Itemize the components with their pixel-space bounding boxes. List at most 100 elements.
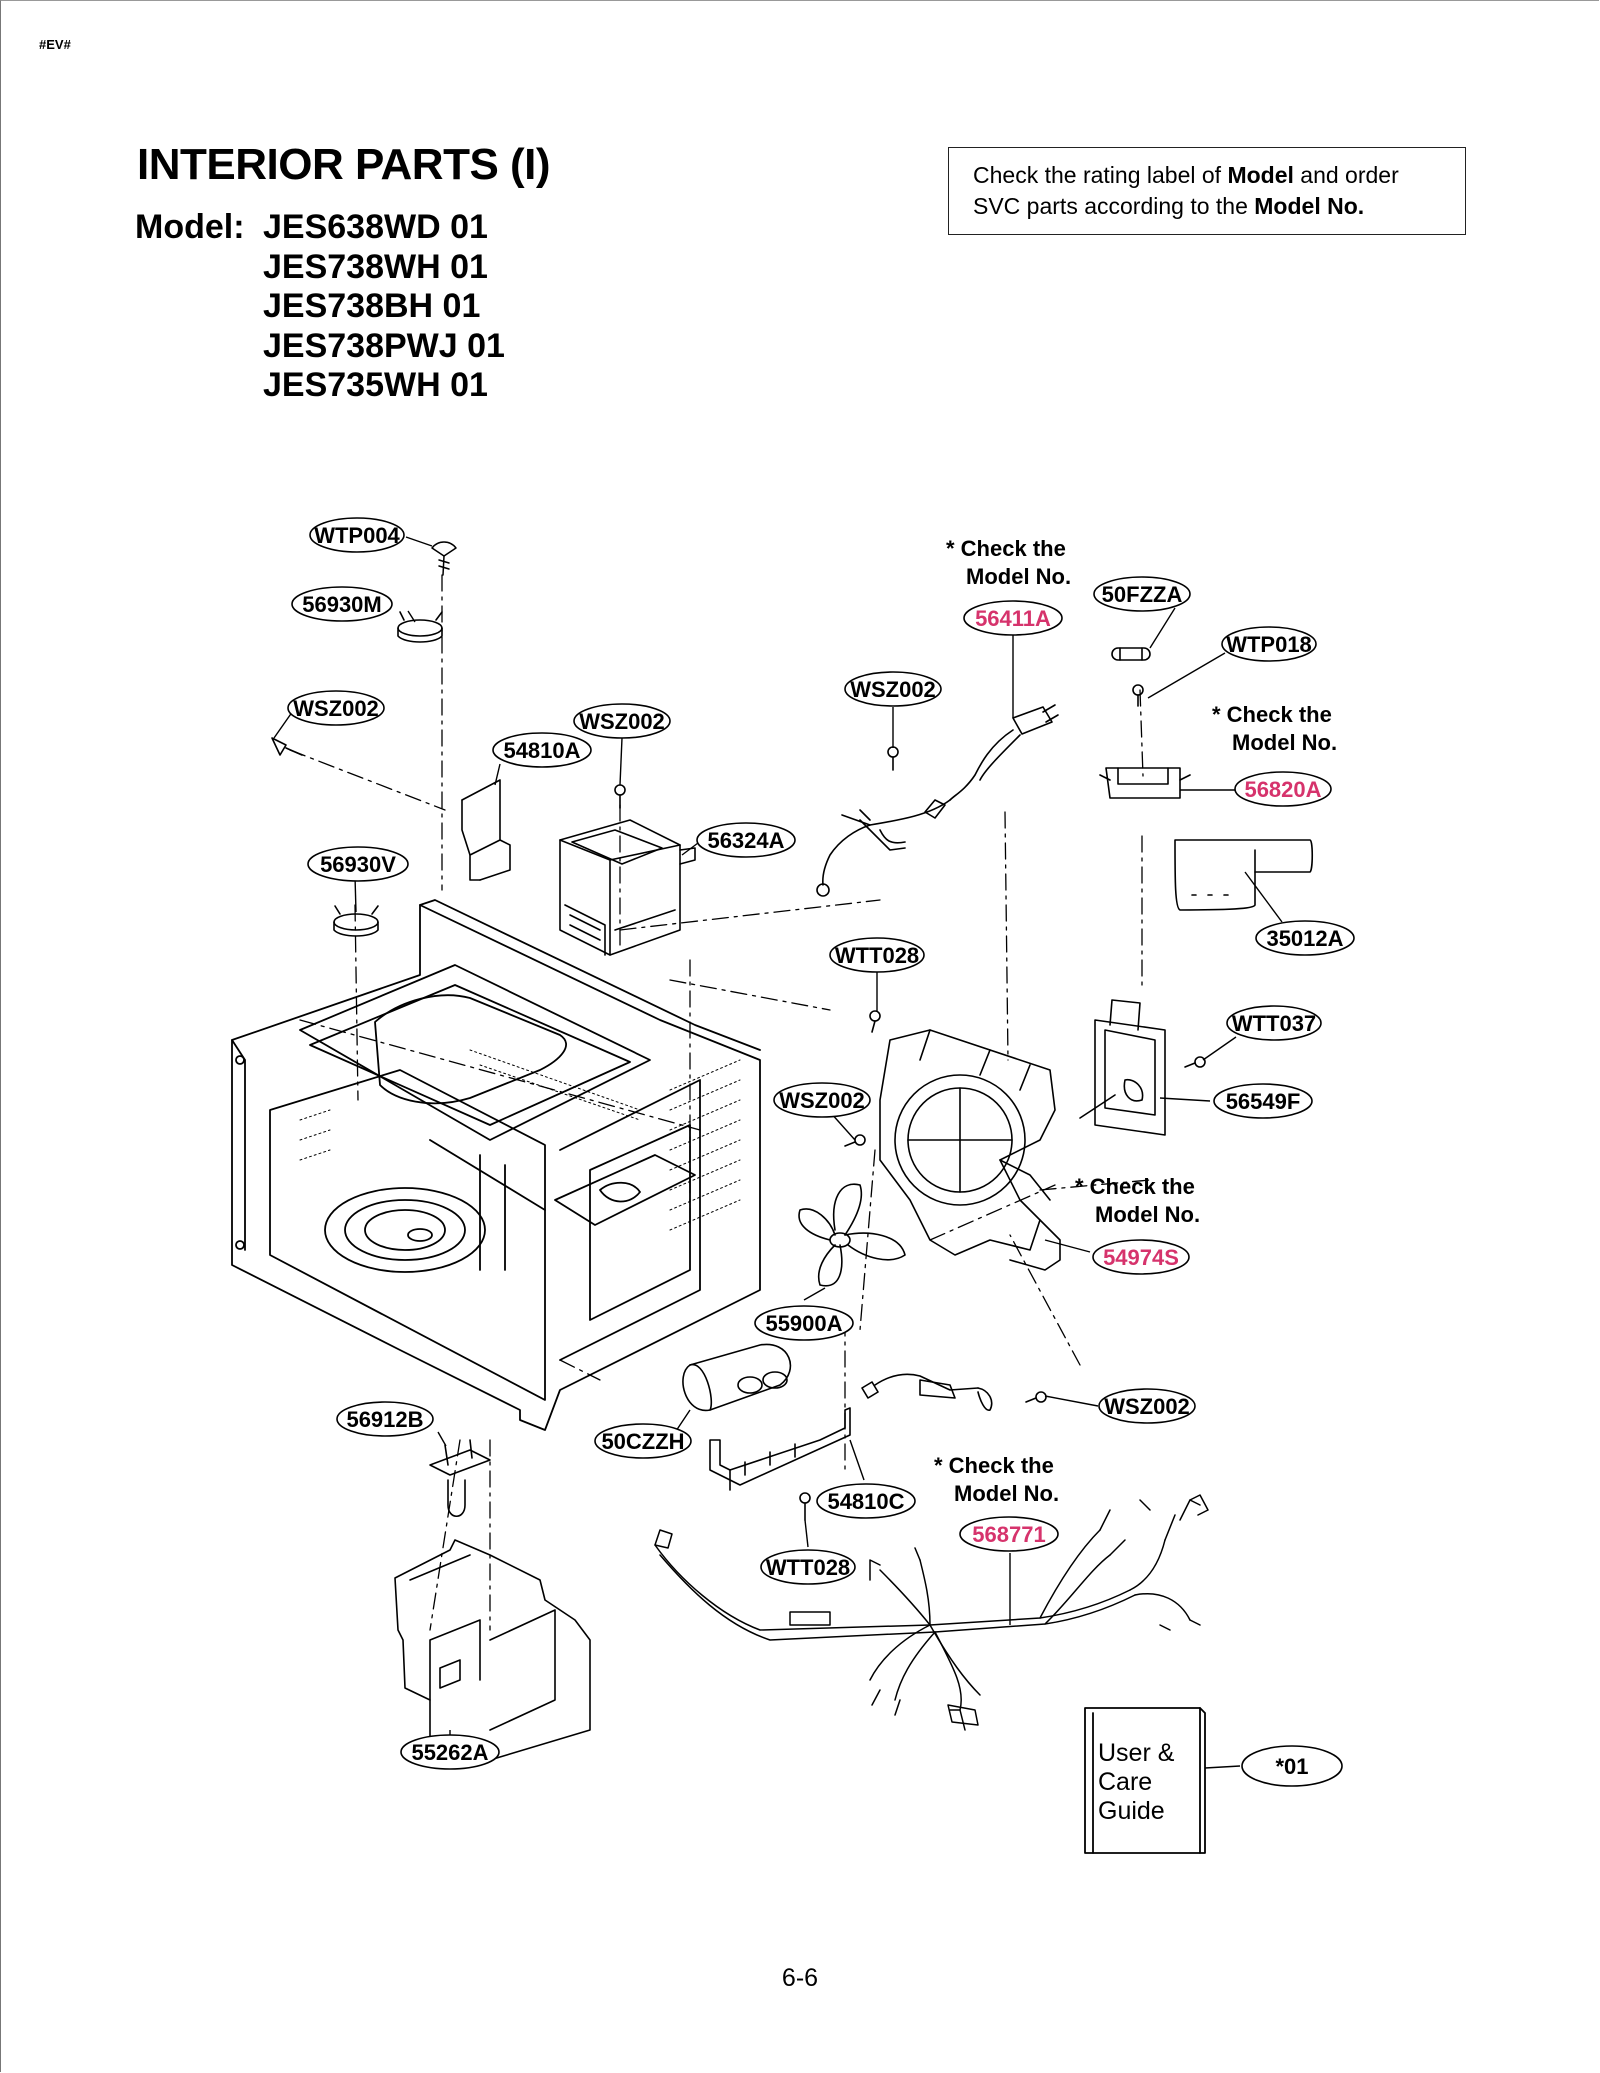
notice-text-mid: and order SVC parts according to the — [973, 162, 1399, 219]
note-check-line: * Check the — [1075, 1174, 1195, 1199]
callout-wtp004: WTP004 — [309, 517, 405, 553]
corner-tag: #EV# — [39, 37, 71, 52]
note-check-line: * Check the — [934, 1453, 1054, 1478]
callout-label: WTP018 — [1226, 632, 1312, 657]
callout-35012a: 35012A — [1255, 920, 1355, 956]
callout-star01: *01 — [1241, 1745, 1343, 1787]
thermostat-56930m — [397, 611, 443, 643]
callout-label: 55262A — [411, 1740, 488, 1765]
callout-label: WSZ002 — [850, 677, 936, 702]
page-title: INTERIOR PARTS (I) — [137, 140, 551, 189]
fan-motor-56549f — [1079, 999, 1166, 1136]
callout-54810c: 54810C — [816, 1483, 916, 1519]
notice-box: Check the rating label of Model and orde… — [948, 147, 1466, 235]
wire-harness-568771 — [654, 1494, 1209, 1731]
screw-wtp018 — [1132, 684, 1144, 707]
callout-wsz002-mid: WSZ002 — [573, 703, 671, 739]
callout-wsz002-right: WSZ002 — [1098, 1388, 1196, 1424]
callout-label: WSZ002 — [579, 709, 665, 734]
model-item: JES738WH 01 — [263, 247, 488, 286]
callout-label: 56912B — [346, 1407, 423, 1432]
callout-56930m: 56930M — [291, 586, 393, 622]
fuse-holder-56820a — [1099, 767, 1191, 799]
callout-wtt028-top: WTT028 — [829, 937, 925, 973]
page-number: 6-6 — [781, 1964, 819, 1992]
callout-label: 54974S — [1103, 1245, 1179, 1270]
leader-lines — [273, 536, 1283, 1769]
screw-wsz002-left — [271, 737, 303, 756]
capacitor-50czzh — [682, 1343, 792, 1412]
notice-model: Model — [1227, 162, 1294, 188]
model-item: JES738BH 01 — [263, 287, 481, 325]
screw-wsz002-right — [1025, 1391, 1047, 1403]
callout-wtp018: WTP018 — [1221, 626, 1317, 662]
callout-label: WTT028 — [766, 1555, 850, 1580]
callout-label: 54810A — [503, 738, 580, 763]
fuse-50fzza — [1111, 647, 1151, 661]
screw-wsz002-top — [887, 746, 899, 771]
callout-label: 56930V — [320, 852, 396, 877]
manual-label: User & Care Guide — [1098, 1739, 1175, 1825]
callout-56549f: 56549F — [1213, 1083, 1313, 1119]
screw-wtp004 — [431, 541, 457, 576]
manual-line: User & — [1098, 1739, 1175, 1767]
notice-model-no: Model No. — [1254, 193, 1365, 219]
part-callouts: WTP004 56930M WSZ002 54810A WSZ002 56324… — [287, 517, 1355, 1787]
callout-label: WTT028 — [835, 943, 919, 968]
callout-label: WSZ002 — [293, 696, 379, 721]
cover-35012a — [1174, 839, 1314, 911]
callout-label: WSZ002 — [1104, 1394, 1190, 1419]
bracket-54810a — [461, 779, 511, 881]
callout-50czzh: 50CZZH — [594, 1423, 692, 1459]
callout-label: 56411A — [975, 606, 1051, 631]
callout-label: 56324A — [707, 828, 784, 853]
callout-label: 50FZZA — [1102, 582, 1183, 607]
screw-wtt028-bottom — [799, 1492, 811, 1521]
screw-wtt028-top — [869, 1010, 881, 1033]
assembly-dash-lines — [289, 574, 1151, 1631]
manual-line: Care — [1098, 1768, 1152, 1796]
cavity-vent-holes — [299, 1049, 741, 1231]
power-cord-56411a — [816, 704, 1059, 897]
callout-label: 35012A — [1266, 926, 1343, 951]
callout-56820a: 56820A — [1234, 771, 1332, 807]
callout-label: 56820A — [1244, 777, 1321, 802]
callout-56324a: 56324A — [696, 822, 796, 858]
callout-label: 54810C — [827, 1489, 904, 1514]
model-list: JES638WD 01 JES738WH 01 JES738BH 01 JES7… — [263, 208, 505, 406]
small-harness — [861, 1373, 993, 1411]
fan-blade-55900a — [798, 1183, 906, 1287]
lamp-socket-56912b — [429, 1439, 491, 1518]
note-model-line: Model No. — [966, 564, 1071, 589]
callout-label: WTT037 — [1232, 1011, 1316, 1036]
model-label: Model: — [135, 208, 245, 246]
note-check-line: * Check the — [946, 536, 1066, 561]
callout-54974s: 54974S — [1092, 1239, 1190, 1275]
callout-wtt028-bottom: WTT028 — [760, 1549, 856, 1585]
bracket-54810c — [709, 1407, 851, 1491]
manual-booklet — [1084, 1707, 1206, 1854]
callout-label: 568771 — [972, 1522, 1045, 1547]
callout-wsz002-top: WSZ002 — [844, 671, 942, 707]
callout-wsz002-fan: WSZ002 — [773, 1082, 871, 1118]
callout-54810a: 54810A — [492, 732, 592, 768]
note-model-line: Model No. — [1232, 730, 1337, 755]
callout-wsz002-left: WSZ002 — [287, 690, 385, 726]
callout-label: 56549F — [1226, 1089, 1301, 1114]
magnetron-56324a — [559, 819, 696, 956]
manual-line: Guide — [1098, 1797, 1165, 1825]
oven-cavity-assembly — [231, 899, 761, 1431]
lamp-cover-55262a — [394, 1539, 591, 1761]
model-item: JES735WH 01 — [263, 366, 488, 404]
screw-wtt037 — [1184, 1056, 1206, 1068]
note-check-line: * Check the — [1212, 702, 1332, 727]
callout-wtt037: WTT037 — [1226, 1005, 1322, 1041]
callout-50fzza: 50FZZA — [1093, 576, 1191, 612]
notice-text: Check the rating label of — [973, 162, 1228, 188]
callout-568771: 568771 — [959, 1516, 1059, 1552]
note-model-line: Model No. — [1095, 1202, 1200, 1227]
callout-55262a: 55262A — [400, 1734, 500, 1770]
callout-label: 56930M — [302, 592, 382, 617]
thermostat-56930v — [333, 905, 379, 937]
